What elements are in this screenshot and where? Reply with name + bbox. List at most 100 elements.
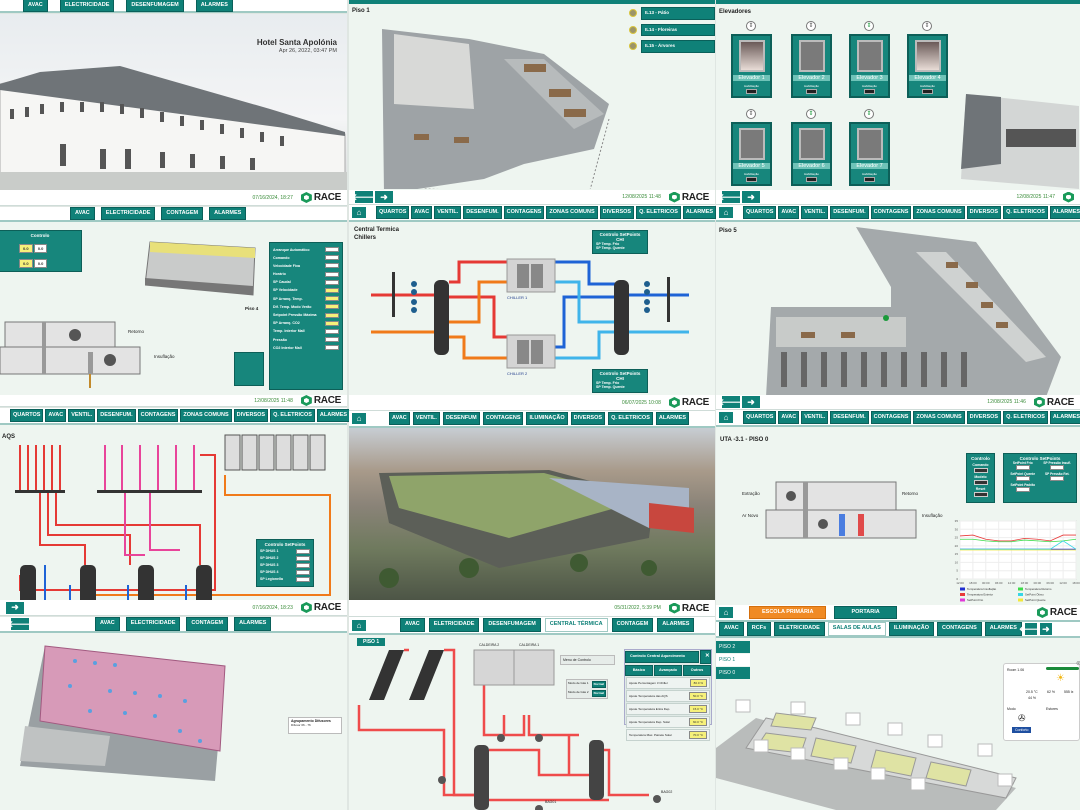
- nav-tab-diversos[interactable]: DIVERSOS: [966, 205, 1002, 220]
- tab-portaria[interactable]: PORTARIA: [834, 605, 897, 620]
- nav-tab-central-te-rmica[interactable]: CENTRAL TÉRMICA: [544, 618, 608, 632]
- nav-tab-ventil[interactable]: VENTIL.: [434, 205, 462, 220]
- nav-tab-eletricidade[interactable]: ELETRICIDADE: [774, 622, 825, 636]
- back-arrow-button[interactable]: 🡐: [351, 191, 377, 203]
- value-field[interactable]: [296, 549, 310, 554]
- panel-tab-outros[interactable]: Outros: [683, 664, 712, 677]
- nav-tab-ventil[interactable]: VENTIL.: [68, 408, 96, 423]
- back-arrow-button[interactable]: 🡐: [7, 618, 33, 630]
- home-button[interactable]: ⌂: [352, 207, 366, 218]
- forward-arrow-button[interactable]: ➜: [742, 396, 760, 408]
- elevator-enable-toggle[interactable]: [746, 89, 757, 94]
- elevator-enable-toggle[interactable]: [922, 89, 933, 94]
- panel-row-value[interactable]: 60.0 °C: [688, 718, 707, 727]
- control-menu-button[interactable]: Menu de Controlo: [560, 655, 615, 665]
- nav-tab-desenfumagem[interactable]: DESENFUMAGEM: [483, 618, 541, 632]
- nav-tab-contagens[interactable]: CONTAGENS: [503, 205, 545, 220]
- nav-tab-contagens[interactable]: CONTAGENS: [870, 205, 912, 220]
- value-field[interactable]: [325, 337, 339, 343]
- nav-tab-contagem[interactable]: CONTAGEM: [611, 618, 654, 632]
- value-field[interactable]: [296, 577, 310, 582]
- nav-tab-contagens[interactable]: CONTAGENS: [482, 411, 524, 426]
- nav-tab-diversos[interactable]: DIVERSOS: [570, 411, 606, 426]
- nav-tab-iluminac-a-o[interactable]: ILUMINAÇÃO: [526, 411, 568, 426]
- setpoint-value[interactable]: 0.0: [19, 259, 33, 268]
- nav-tab-desenfumagem[interactable]: DESENFUMAGEM: [126, 0, 184, 13]
- nav-tab-q-eletricos[interactable]: Q. ELETRICOS: [636, 205, 681, 220]
- value-field[interactable]: [325, 271, 339, 277]
- nav-tab-avac[interactable]: AVAC: [389, 411, 410, 426]
- lighting-zone-button[interactable]: IL14 - Floreiras: [629, 23, 715, 36]
- nav-tab-salas-de-aulas[interactable]: SALAS DE AULAS: [827, 622, 886, 636]
- value-field[interactable]: [296, 570, 310, 575]
- value-field[interactable]: [325, 247, 339, 252]
- close-icon[interactable]: ✕: [700, 650, 711, 664]
- elevator-enable-toggle[interactable]: [864, 89, 875, 94]
- control-item-button[interactable]: [973, 468, 988, 473]
- lighting-zone-button[interactable]: IL15 - Árvores: [629, 40, 715, 53]
- panel-tab-avanc-ado[interactable]: Avançado: [654, 664, 683, 677]
- nav-tab-avac[interactable]: AVAC: [778, 205, 800, 220]
- nav-tab-alarmes[interactable]: ALARMES: [682, 205, 717, 220]
- nav-tab-diversos[interactable]: DIVERSOS: [233, 408, 269, 423]
- nav-tab-avac[interactable]: AVAC: [778, 410, 800, 425]
- nav-tab-electricidade[interactable]: ELECTRICIDADE: [59, 0, 115, 13]
- value-field[interactable]: [325, 345, 339, 351]
- nav-tab-q-eletricos[interactable]: Q. ELETRICOS: [608, 411, 653, 426]
- nav-tab-contagens[interactable]: CONTAGENS: [870, 410, 912, 425]
- elevator-enable-toggle[interactable]: [746, 177, 757, 182]
- nav-tab-contagens[interactable]: CONTAGENS: [137, 408, 179, 423]
- nav-tab-avac[interactable]: AVAC: [45, 408, 67, 423]
- nav-tab-alarmes[interactable]: ALARMES: [1049, 410, 1080, 425]
- nav-tab-contagem[interactable]: CONTAGEM: [186, 617, 229, 631]
- control-item-button[interactable]: [973, 480, 988, 485]
- nav-tab-quartos[interactable]: QUARTOS: [743, 410, 777, 425]
- nav-tab-zonas-comuns[interactable]: ZONAS COMUNS: [546, 205, 598, 220]
- panel-row-value[interactable]: 80.0 %: [689, 679, 707, 688]
- nav-tab-diversos[interactable]: DIVERSOS: [599, 205, 635, 220]
- nav-tab-desenfum[interactable]: DESENFUM.: [830, 410, 869, 425]
- setpoint-value[interactable]: 0.0: [33, 259, 48, 268]
- nav-tab-alarmes[interactable]: ALARMES: [657, 618, 695, 632]
- nav-tab-iluminac-a-o[interactable]: ILUMINAÇÃO: [888, 622, 935, 636]
- nav-tab-quartos[interactable]: QUARTOS: [743, 205, 777, 220]
- nav-tab-quartos[interactable]: QUARTOS: [10, 408, 44, 423]
- nav-tab-zonas-comuns[interactable]: ZONAS COMUNS: [913, 410, 965, 425]
- back-arrow-button[interactable]: 🡐: [718, 191, 744, 203]
- nav-tab-alarmes[interactable]: ALARMES: [1049, 205, 1080, 220]
- panel-tab-ba-sico[interactable]: Básico: [625, 664, 653, 677]
- nav-tab-quartos[interactable]: QUARTOS: [376, 205, 410, 220]
- lighting-zone-button-label[interactable]: IL15 - Árvores: [641, 40, 715, 53]
- back-arrow-button[interactable]: 🡐: [718, 396, 744, 408]
- setpoint-value[interactable]: 0.0: [33, 244, 48, 253]
- nav-tab-desenfum[interactable]: DESENFUM: [442, 411, 480, 426]
- gas-mode-row-value[interactable]: Normal: [591, 690, 606, 697]
- nav-tab-contagens[interactable]: CONTAGENS: [937, 622, 982, 636]
- nav-tab-avac[interactable]: AVAC: [95, 617, 120, 631]
- fan-mode-button[interactable]: Conforto: [1012, 727, 1032, 733]
- nav-tab-avac[interactable]: AVAC: [400, 618, 425, 632]
- nav-tab-ventil[interactable]: VENTIL.: [412, 411, 440, 426]
- elevator-enable-toggle[interactable]: [806, 89, 817, 94]
- home-button[interactable]: ⌂: [719, 207, 733, 218]
- home-button[interactable]: ⌂: [352, 619, 366, 631]
- nav-tab-desenfum[interactable]: DESENFUM.: [97, 408, 136, 423]
- setpoint-item-value[interactable]: [1015, 465, 1030, 470]
- home-button[interactable]: ⌂: [719, 412, 733, 423]
- nav-tab-q-eletricos[interactable]: Q. ELETRICOS: [270, 408, 315, 423]
- panel-row-value[interactable]: 50.0 °C: [688, 692, 707, 701]
- nav-tab-desenfum[interactable]: DESENFUM.: [463, 205, 502, 220]
- nav-tab-alarmes[interactable]: ALARMES: [655, 411, 690, 426]
- setpoint-item-value[interactable]: [1050, 465, 1065, 470]
- value-field[interactable]: [325, 263, 339, 269]
- tab-escola-primaria[interactable]: ESCOLA PRIMÁRIA: [749, 605, 827, 620]
- value-field[interactable]: [325, 279, 339, 285]
- floor-tab-piso-0[interactable]: PISO 0: [716, 667, 750, 679]
- nav-tab-eletricidade[interactable]: ELETRICIDADE: [428, 618, 480, 632]
- nav-tab-alarmes[interactable]: ALARMES: [195, 0, 233, 13]
- nav-tab-zonas-comuns[interactable]: ZONAS COMUNS: [913, 205, 965, 220]
